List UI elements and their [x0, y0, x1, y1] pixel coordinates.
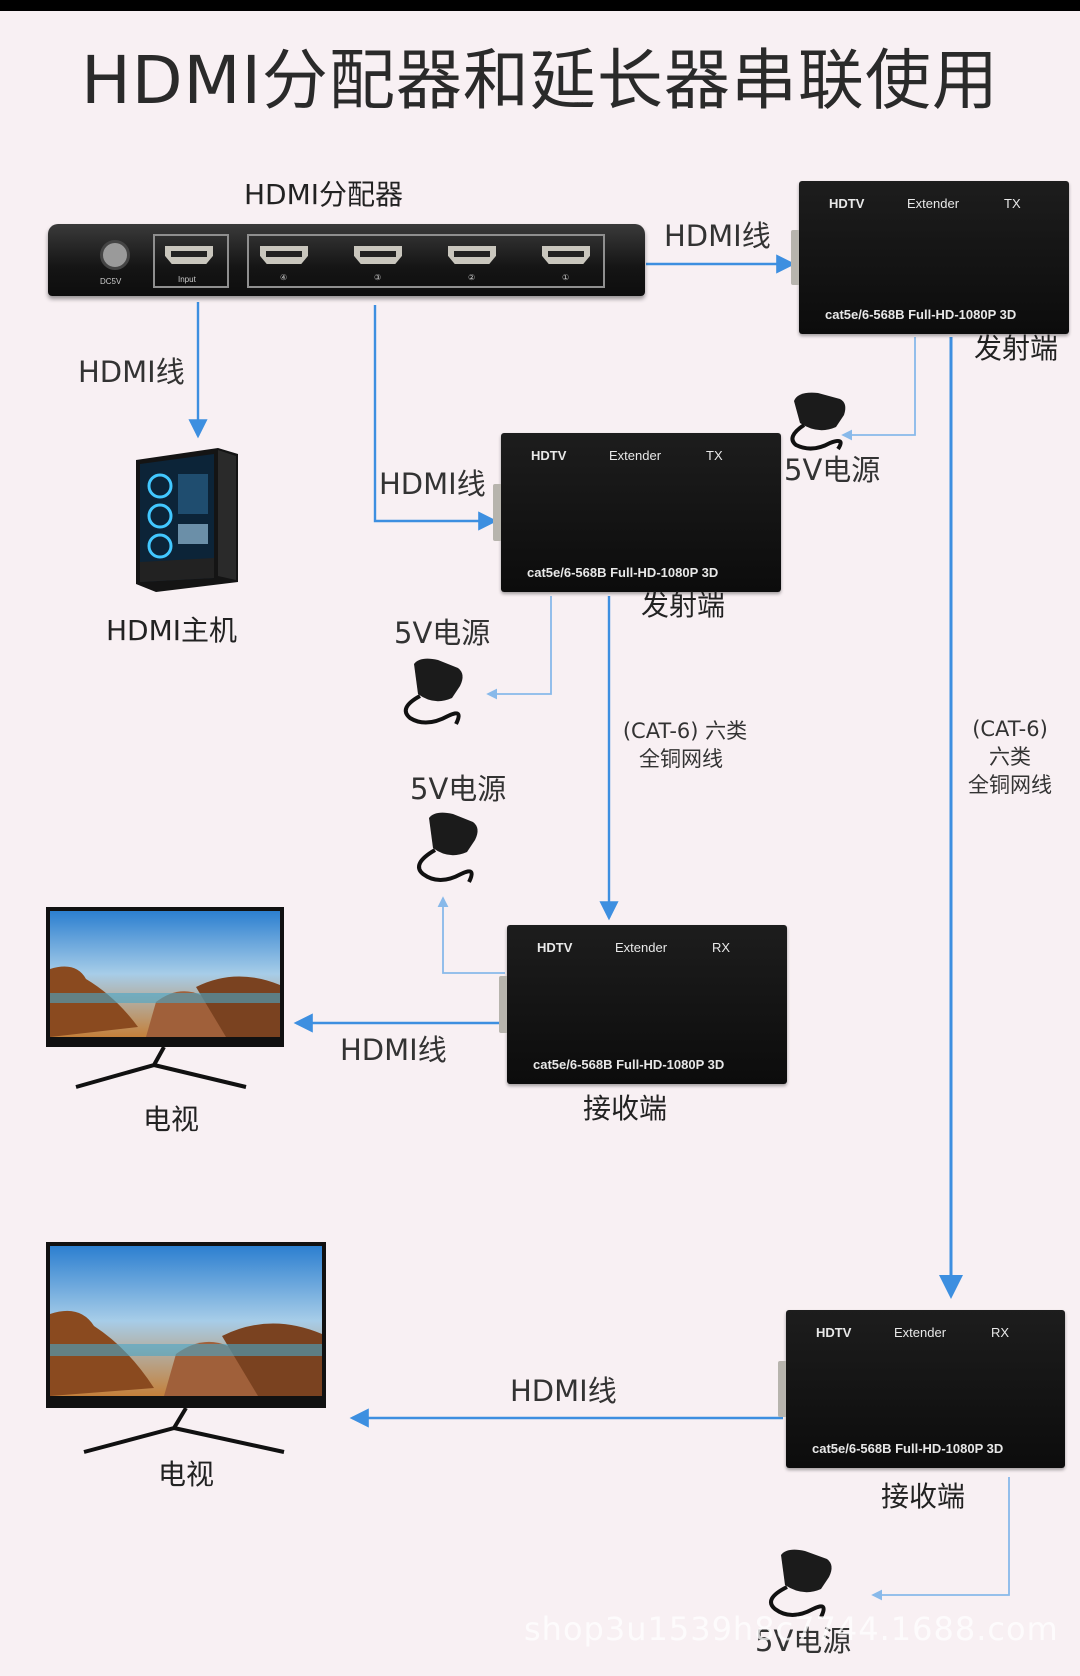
tv-label: 电视	[143, 1103, 200, 1136]
copper-cable-label: 全铜网线	[639, 747, 723, 771]
input-label: Input	[178, 275, 196, 284]
power-adapter-icon	[403, 658, 463, 725]
power-adapter-icon	[417, 812, 478, 883]
extender-spec: cat5e/6-568B Full-HD-1080P 3D	[533, 1057, 725, 1072]
extender-type: RX	[712, 940, 731, 955]
hdmi-port-icon	[778, 1360, 786, 1418]
port-number: ④	[280, 273, 288, 282]
tv-monitor-icon	[46, 1242, 326, 1454]
top-bar	[0, 0, 1080, 11]
power-label: 5V电源	[410, 772, 507, 806]
extender-model: Extender	[907, 196, 960, 211]
tv-monitor-icon	[46, 907, 284, 1089]
extender-model: Extender	[609, 448, 662, 463]
extender-brand: HDTV	[816, 1325, 852, 1340]
category6-label: 六类	[989, 745, 1031, 769]
extender-type: TX	[1004, 196, 1021, 211]
power-label: 5V电源	[755, 1624, 852, 1658]
extender-type: RX	[991, 1325, 1010, 1340]
hdmi-output-port-icon	[260, 246, 308, 264]
hdmi-cable-label: HDMI线	[379, 467, 486, 501]
power-line-tx2	[486, 596, 552, 700]
receiver-label: 接收端	[881, 1480, 966, 1513]
port-number: ③	[374, 273, 382, 282]
cat6-label: (CAT-6)	[972, 717, 1048, 741]
output-port-frame	[247, 234, 605, 288]
input-port-frame	[153, 234, 229, 288]
dc-label: DC5V	[100, 277, 122, 286]
hdmi-input-port-icon	[165, 246, 213, 264]
splitter-label: HDMI分配器	[244, 178, 404, 211]
extender-brand: HDTV	[531, 448, 567, 463]
port-number: ②	[468, 273, 476, 282]
hdmi-output-port-icon	[542, 246, 590, 264]
extender-spec: cat5e/6-568B Full-HD-1080P 3D	[812, 1441, 1004, 1456]
extender-spec: cat5e/6-568B Full-HD-1080P 3D	[825, 307, 1017, 322]
hdmi-port-icon	[499, 975, 507, 1034]
hdmi-cable-label: HDMI线	[510, 1374, 617, 1408]
power-line-tx1	[841, 337, 916, 441]
arrow-splitter-to-tx2	[373, 305, 498, 531]
tv-label: 电视	[158, 1458, 215, 1491]
hdmi-cable-label: HDMI线	[78, 355, 185, 389]
pc-tower-icon	[136, 448, 238, 592]
extender-tx-2: HDTV Extender TX cat5e/6-568B Full-HD-10…	[493, 433, 781, 592]
transmitter-label: 发射端	[641, 589, 726, 622]
power-line-rx2	[871, 1477, 1010, 1601]
power-label: 5V电源	[784, 453, 881, 487]
hdmi-output-port-icon	[354, 246, 402, 264]
power-adapter-icon	[769, 1549, 832, 1618]
extender-type: TX	[706, 448, 723, 463]
hdmi-cable-label: HDMI线	[664, 219, 771, 253]
extender-rx-2: HDTV Extender RX cat5e/6-568B Full-HD-10…	[778, 1310, 1065, 1468]
watermark: shop3u1539h8c7744.1688.com	[524, 1610, 1059, 1648]
cat6-label: (CAT-6) 六类	[622, 719, 748, 743]
page-title: HDMI分配器和延长器串联使用	[81, 42, 999, 119]
dc-jack-icon	[100, 240, 130, 270]
port-number: ①	[562, 273, 570, 282]
extender-rx-1: HDTV Extender RX cat5e/6-568B Full-HD-10…	[499, 925, 787, 1084]
extender-model: Extender	[894, 1325, 947, 1340]
hdmi-cable-label: HDMI线	[340, 1033, 447, 1067]
extender-spec: cat5e/6-568B Full-HD-1080P 3D	[527, 565, 719, 580]
hdmi-port-icon	[791, 229, 799, 286]
hdmi-host-label: HDMI主机	[106, 614, 238, 647]
extender-tx-1: HDTV Extender TX cat5e/6-568B Full-HD-10…	[791, 181, 1069, 334]
hdmi-port-icon	[493, 483, 501, 542]
receiver-label: 接收端	[583, 1092, 668, 1125]
hdmi-output-port-icon	[448, 246, 496, 264]
power-label: 5V电源	[394, 616, 491, 650]
power-line-rx1	[437, 896, 505, 974]
copper-cable-label: 全铜网线	[968, 773, 1052, 797]
extender-brand: HDTV	[829, 196, 865, 211]
transmitter-label: 发射端	[974, 332, 1059, 365]
extender-model: Extender	[615, 940, 668, 955]
power-adapter-icon	[790, 392, 846, 451]
extender-brand: HDTV	[537, 940, 573, 955]
hdmi-splitter: DC5V Input ④ ③ ② ①	[48, 224, 645, 296]
